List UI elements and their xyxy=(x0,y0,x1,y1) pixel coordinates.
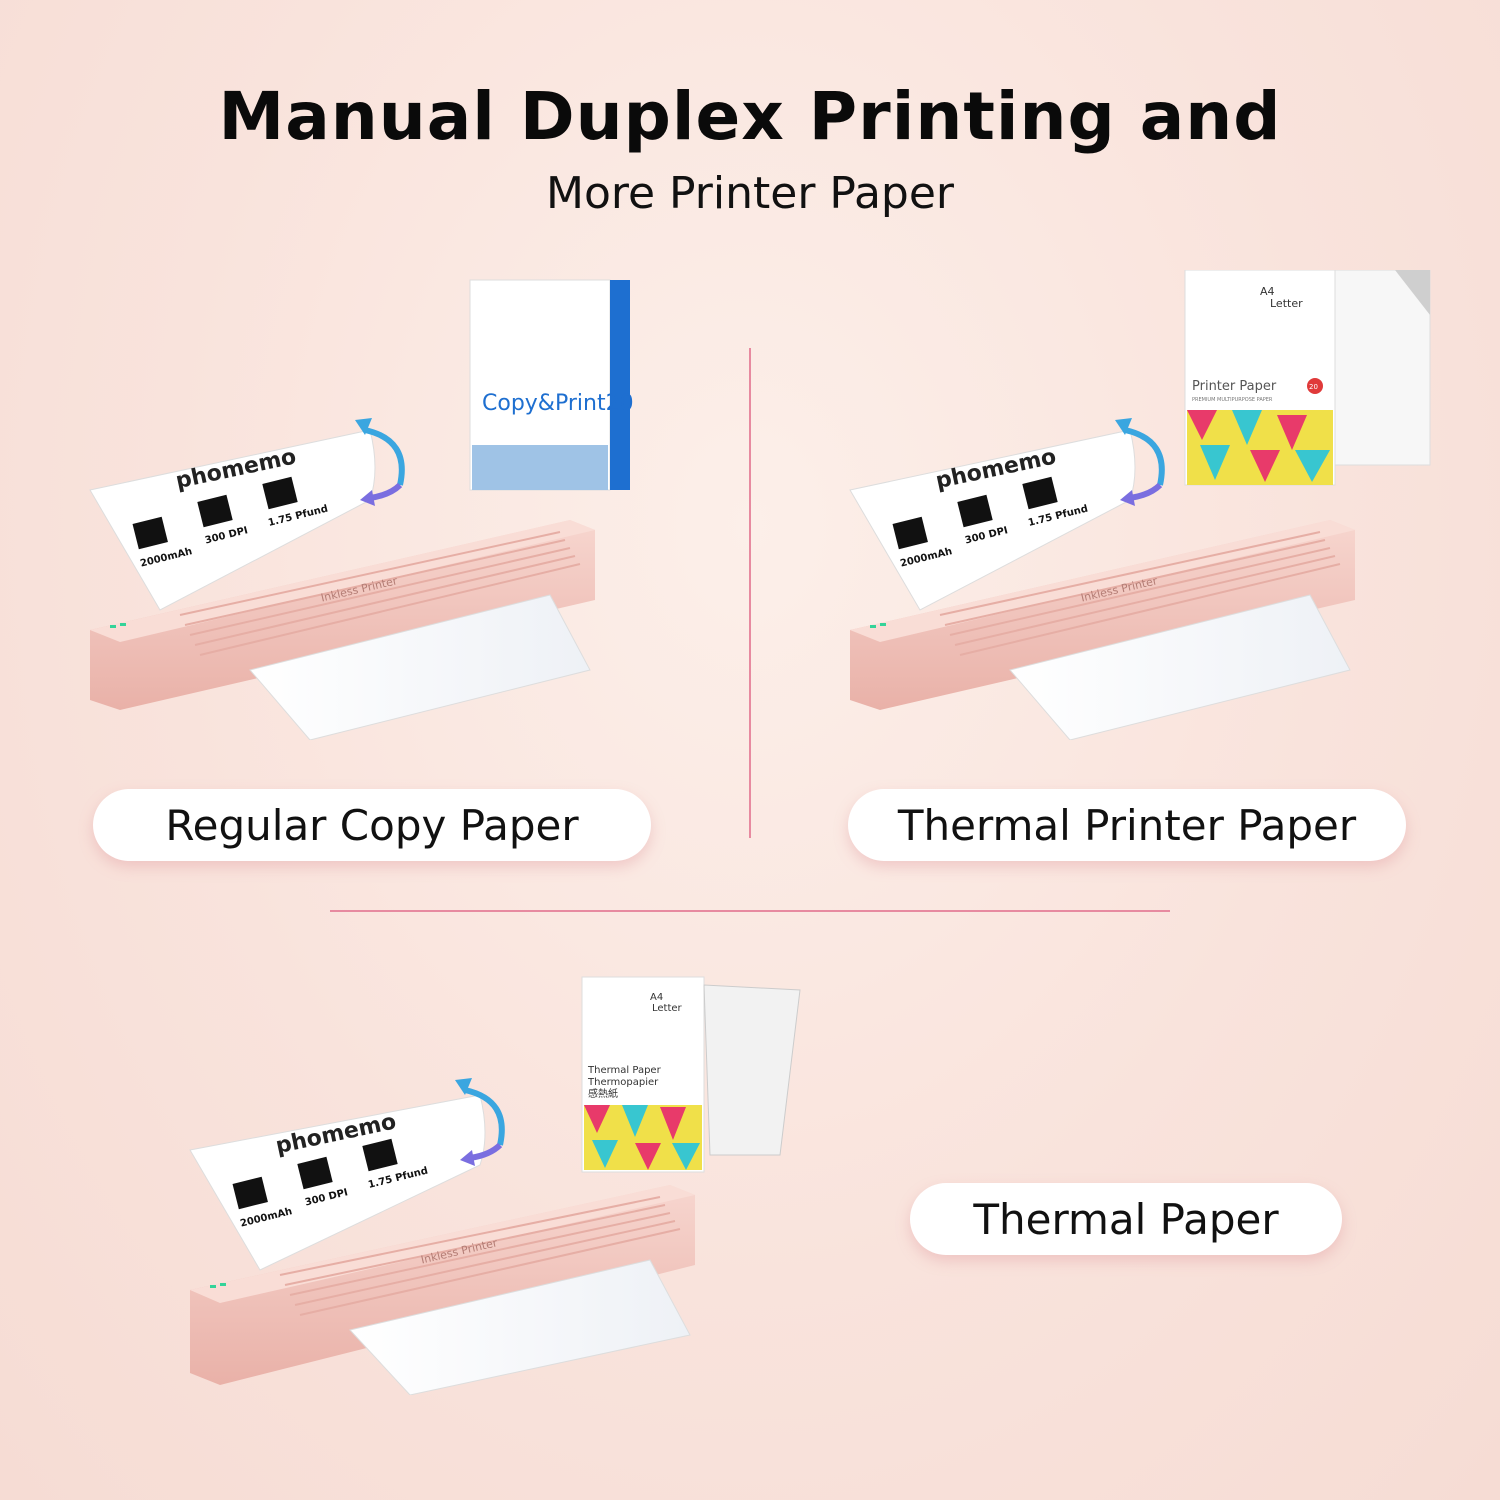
duplex-arrow-icon xyxy=(1115,418,1165,506)
package-size-letter: Letter xyxy=(1270,297,1303,310)
printout-sheet: phomemo 2000mAh 300 DPI 1.75 Pfund xyxy=(89,429,376,611)
package-sub: PREMIUM MULTIPURPOSE PAPER xyxy=(1192,397,1273,403)
duplex-arrow-icon xyxy=(355,418,405,506)
label-thermal-printer-paper: Thermal Printer Paper xyxy=(848,789,1406,861)
pattern-strip xyxy=(584,1105,702,1170)
duplex-arrow-icon xyxy=(455,1078,505,1166)
package-size-letter: Letter xyxy=(652,1003,683,1014)
package-badge: 20 xyxy=(1309,383,1318,391)
printer: Inkless Printer xyxy=(90,520,595,740)
package-size-a4: A4 xyxy=(1260,285,1275,298)
vertical-divider xyxy=(749,348,751,838)
page-title: Manual Duplex Printing and xyxy=(218,78,1282,155)
scene-regular-copy-paper: phomemo 2000mAh 300 DPI 1.75 Pfund xyxy=(80,270,700,740)
label-regular-copy-paper: Regular Copy Paper xyxy=(93,789,651,861)
package-name: Thermal Paper xyxy=(587,1065,662,1076)
pattern-strip xyxy=(1187,410,1333,485)
package-printer-paper: A4 Letter Printer Paper PREMIUM MULTIPUR… xyxy=(1184,270,1431,486)
package-name-3: 感熱紙 xyxy=(588,1087,618,1100)
package-copy-print: Copy&Print20 xyxy=(469,279,634,491)
package-name: Printer Paper xyxy=(1192,379,1277,394)
package-size-a4: A4 xyxy=(650,992,663,1003)
package-thermal-paper: A4 Letter Thermal Paper Thermopapier 感熱紙 xyxy=(581,976,801,1173)
package-name-2: Thermopapier xyxy=(587,1077,659,1088)
horizontal-divider xyxy=(330,910,1170,912)
page-subtitle: More Printer Paper xyxy=(545,168,955,219)
printout-sheet: phomemo 2000mAh 300 DPI 1.75 Pfund xyxy=(189,1094,486,1271)
package-name: Copy&Print20 xyxy=(482,391,634,416)
printer: Inkless Printer xyxy=(850,520,1355,740)
printer: Inkless Printer xyxy=(190,1185,695,1395)
label-thermal-paper: Thermal Paper xyxy=(910,1183,1342,1255)
scene-thermal-printer-paper: phomemo 2000mAh 300 DPI 1.75 Pfund xyxy=(840,270,1480,740)
scene-thermal-paper: phomemo 2000mAh 300 DPI 1.75 Pfund xyxy=(180,975,820,1395)
